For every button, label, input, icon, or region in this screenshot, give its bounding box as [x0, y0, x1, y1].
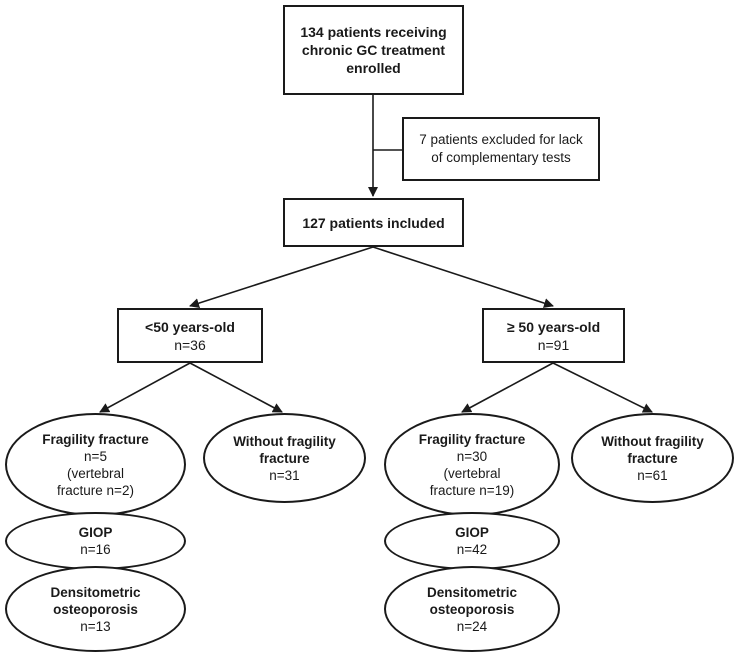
arrow-young-to-no-fracture — [189, 362, 283, 413]
excluded-box: 7 patients excluded for lack of compleme… — [402, 117, 600, 181]
young-group-box: <50 years-old n=36 — [117, 308, 263, 363]
old-giop-n: n=42 — [456, 542, 488, 557]
old-no-fracture-oval: Without fragility fracture n=61 — [571, 413, 734, 503]
young-no-fracture-title-2: fracture — [259, 450, 310, 466]
young-dens-n: n=13 — [80, 618, 111, 634]
old-no-fracture-title-1: Without fragility — [601, 433, 704, 449]
old-group-label: ≥ 50 years-old — [506, 318, 601, 335]
young-dens-oval: Densitometric osteoporosis n=13 — [5, 566, 186, 652]
arrow-included-to-old — [372, 246, 554, 308]
young-no-fracture-oval: Without fragility fracture n=31 — [203, 413, 366, 503]
young-fracture-sub-2: fracture n=2) — [57, 482, 134, 498]
young-dens-title-1: Densitometric — [50, 584, 141, 600]
arrow-old-to-no-fracture — [552, 362, 653, 413]
old-giop-title: GIOP — [455, 525, 489, 540]
old-fracture-n: n=30 — [456, 448, 488, 464]
young-dens-title-2: osteoporosis — [53, 601, 138, 617]
young-group-label: <50 years-old — [145, 318, 235, 335]
included-box: 127 patients included — [283, 198, 464, 247]
included-label: 127 patients included — [302, 214, 445, 231]
arrow-included-to-young — [189, 246, 374, 308]
young-fracture-title: Fragility fracture — [42, 431, 149, 447]
young-giop-oval: GIOP n=16 — [5, 512, 186, 570]
enrolled-line-2: chronic GC treatment — [301, 42, 446, 58]
excluded-line-2: of complementary tests — [431, 150, 571, 165]
arrow-old-to-fracture — [461, 362, 554, 413]
old-fracture-oval: Fragility fracture n=30 (vertebral fract… — [384, 413, 560, 516]
excluded-line-1: 7 patients excluded for lack — [419, 132, 583, 147]
young-no-fracture-title-1: Without fragility — [233, 433, 336, 449]
young-giop-title: GIOP — [78, 525, 113, 540]
arrow-young-to-fracture — [99, 362, 191, 413]
young-fracture-sub-1: (vertebral — [66, 465, 125, 481]
old-group-n: n=91 — [537, 336, 570, 353]
young-giop-n: n=16 — [80, 542, 111, 557]
young-fracture-oval: Fragility fracture n=5 (vertebral fractu… — [5, 413, 186, 516]
old-giop-oval: GIOP n=42 — [384, 512, 560, 570]
old-fracture-title: Fragility fracture — [418, 431, 526, 447]
young-fracture-n: n=5 — [84, 448, 107, 464]
old-dens-title-1: Densitometric — [426, 584, 518, 600]
old-dens-oval: Densitometric osteoporosis n=24 — [384, 566, 560, 652]
young-group-n: n=36 — [174, 336, 206, 353]
old-fracture-sub-2: fracture n=19) — [429, 482, 515, 498]
old-no-fracture-n: n=61 — [637, 467, 668, 483]
old-no-fracture-title-2: fracture — [627, 450, 678, 466]
old-fracture-sub-1: (vertebral — [443, 465, 501, 481]
enrolled-line-1: 134 patients receiving — [300, 24, 447, 40]
old-group-box: ≥ 50 years-old n=91 — [482, 308, 625, 363]
enrolled-line-3: enrolled — [346, 60, 401, 76]
old-dens-n: n=24 — [456, 618, 488, 634]
enrolled-box: 134 patients receiving chronic GC treatm… — [283, 5, 464, 95]
old-dens-title-2: osteoporosis — [429, 601, 515, 617]
young-no-fracture-n: n=31 — [269, 467, 300, 483]
